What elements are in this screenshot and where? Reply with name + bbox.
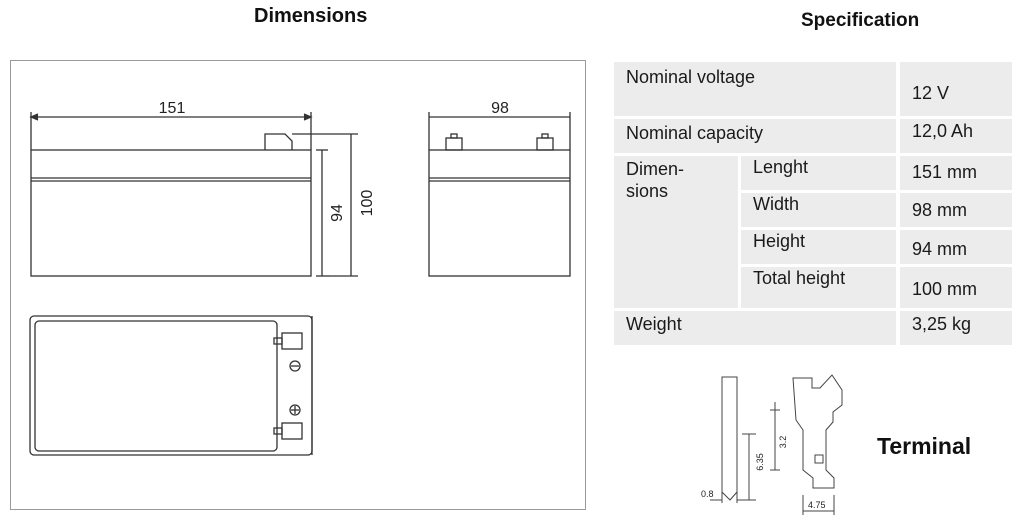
nominal-voltage-label: Nominal voltage [614,62,896,116]
side-body [428,149,571,277]
top-body-inner [34,320,278,452]
nominal-capacity-label: Nominal capacity [614,119,896,153]
dim-3-2-text: 3.2 [778,436,788,449]
width-dim-text: 98 [491,100,509,117]
dim-4-75-text: 4.75 [808,500,826,510]
terminal-side-profile [721,376,738,501]
dimensions-label-line2: sions [626,181,669,201]
height-value: 94 mm [900,230,1012,264]
length-dim-text: 151 [159,100,186,117]
front-body [30,149,312,277]
dimensions-label: Dimen- sions [614,156,738,308]
top-view-drawing [29,315,313,456]
terminal-title: Terminal [877,433,972,459]
weight-label: Weight [614,311,896,345]
height-label: Height [741,230,896,264]
nominal-voltage-value: 12 V [900,62,1012,116]
front-terminal-tab [264,133,293,150]
dimensions-title: Dimensions [254,5,368,27]
length-value: 151 mm [900,156,1012,190]
plus-symbol [289,404,301,416]
weight-value: 3,25 kg [900,311,1012,345]
length-label: Lenght [741,156,896,190]
minus-symbol [289,360,301,372]
dimensions-label-line1: Dimen- [626,159,685,179]
front-view-drawing [29,112,358,277]
dim-0-8-text: 0.8 [701,489,714,499]
terminal-hole [814,454,824,464]
dim-6-35-text: 6.35 [755,453,765,471]
side-view-drawing [428,112,571,277]
height100-dim-text: 100 [359,190,376,217]
total-height-label: Total height [741,267,896,308]
width-label: Width [741,193,896,227]
height94-dim-text: 94 [329,204,346,222]
specification-title: Specification [801,10,920,31]
terminal-front-profile [792,374,843,489]
nominal-capacity-value: 12,0 Ah [900,119,1012,153]
total-height-value: 100 mm [900,267,1012,308]
dimensions-frame [10,60,586,510]
width-value: 98 mm [900,193,1012,227]
